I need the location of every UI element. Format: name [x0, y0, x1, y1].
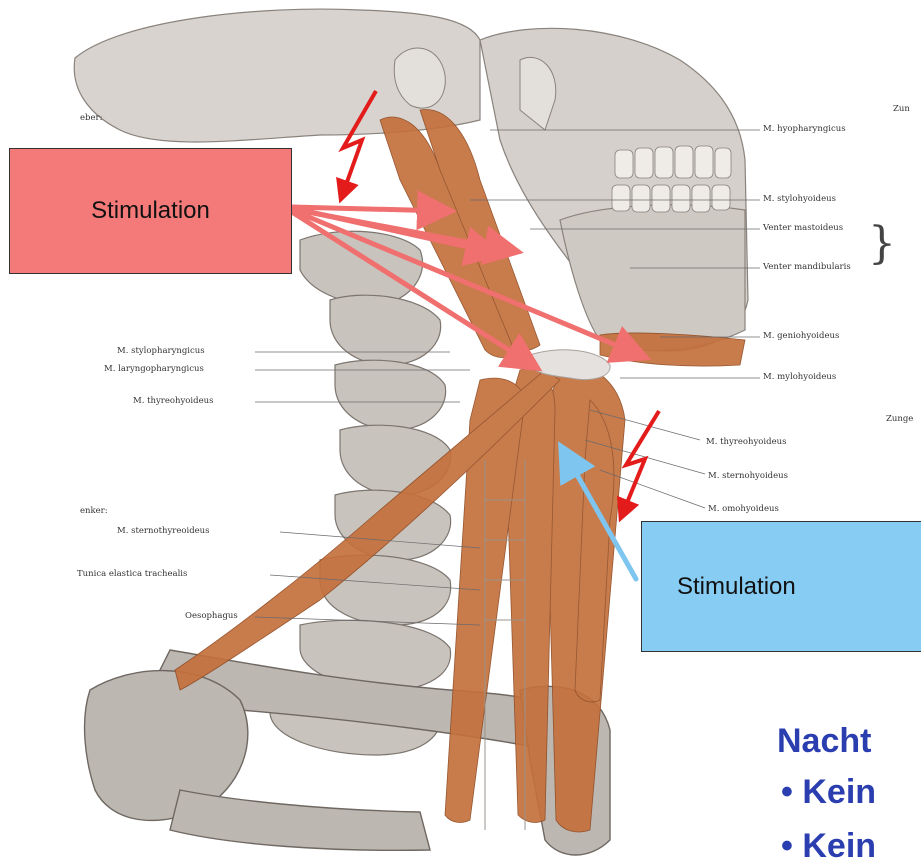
notes-bullet-2: • Kein [781, 827, 876, 866]
label-laryngopharyngicus: M. laryngopharyngicus [104, 364, 204, 374]
stimulation-callout-red: Stimulation [9, 148, 292, 274]
stimulation-callout-blue: Stimulation [641, 521, 921, 652]
label-geniohyoideus: M. geniohyoideus [763, 331, 839, 341]
edge-label-lower-left: enker: [80, 506, 108, 516]
label-stylopharyngicus: M. stylopharyngicus [117, 346, 205, 356]
label-sternothyreoideus: M. sternothyreoideus [117, 526, 210, 536]
lightning-icon [622, 411, 659, 515]
label-hyopharyngicus: M. hyopharyngicus [763, 124, 846, 134]
label-stylohyoideus: M. stylohyoideus [763, 194, 836, 204]
label-thyreohyoideus-left: M. thyreohyoideus [133, 396, 213, 406]
label-venter-mandibularis: Venter mandibularis [763, 262, 851, 272]
label-oesophagus: Oesophagus [185, 611, 238, 621]
label-mylohyoideus: M. mylohyoideus [763, 372, 836, 382]
label-tunica-elastica: Tunica elastica trachealis [77, 569, 187, 579]
notes-bullet-1: • Kein [781, 773, 876, 812]
label-sternohyoideus: M. sternohyoideus [708, 471, 788, 481]
label-venter-mastoideus: Venter mastoideus [763, 223, 843, 233]
label-thyreohyoideus-right: M. thyreohyoideus [706, 437, 786, 447]
label-omohyoideus: M. omohyoideus [708, 504, 779, 514]
edge-label-top-right: Zun [893, 104, 910, 114]
edge-label-mid-right: Zunge [886, 414, 913, 424]
brace: } [868, 222, 896, 266]
stimulation-label: Stimulation [677, 573, 796, 601]
notes-heading: Nacht [777, 722, 871, 761]
stimulation-label: Stimulation [91, 197, 210, 225]
edge-label-top-left: eber: [80, 113, 102, 123]
